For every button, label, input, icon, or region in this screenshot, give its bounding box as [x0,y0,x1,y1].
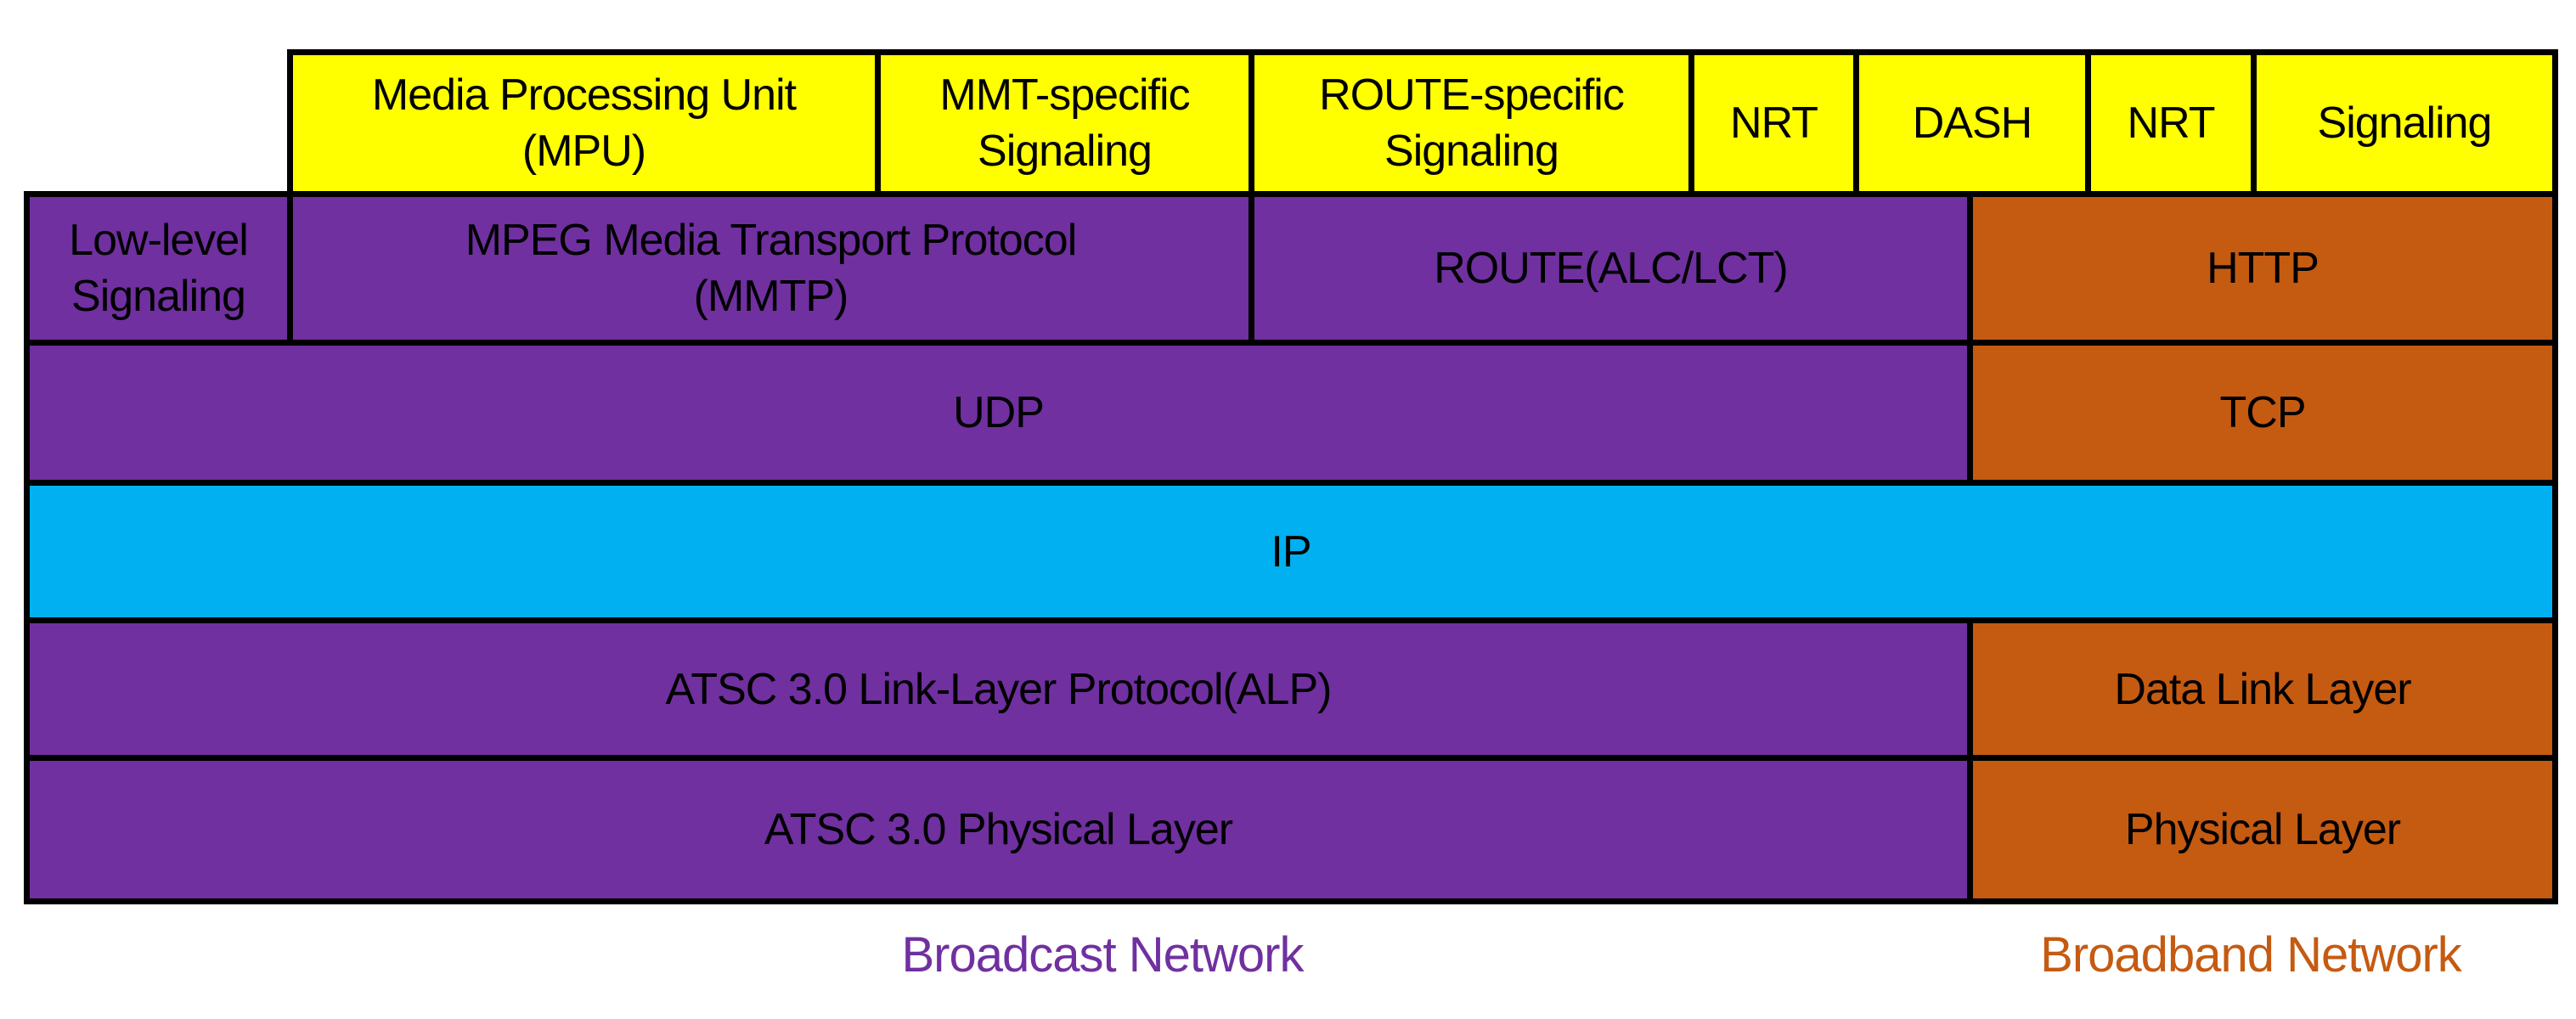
cell-nrt-right: NRT [2085,49,2257,197]
cell-mmt-specific-signaling: MMT-specific Signaling [875,49,1254,197]
cell-dash: DASH [1853,49,2091,197]
cell-mmtp: MPEG Media Transport Protocol (MMTP) [287,191,1254,346]
broadband-network-label: Broadband Network [2040,926,2462,982]
cell-mpu: Media Processing Unit (MPU) [287,49,881,197]
cell-alp: ATSC 3.0 Link-Layer Protocol(ALP) [24,617,1973,761]
cell-low-level-signaling: Low-level Signaling [24,191,293,346]
cell-route-alc-lct: ROUTE(ALC/LCT) [1249,191,1973,346]
cell-http: HTTP [1967,191,2558,346]
cell-physical-layer: Physical Layer [1967,755,2558,904]
cell-ip: IP [24,480,2558,623]
cell-data-link-layer: Data Link Layer [1967,617,2558,761]
cell-tcp: TCP [1967,340,2558,486]
cell-atsc-physical-layer: ATSC 3.0 Physical Layer [24,755,1973,904]
cell-nrt-left: NRT [1688,49,1859,197]
cell-signaling: Signaling [2251,49,2558,197]
broadcast-network-label: Broadcast Network [901,926,1305,982]
cell-route-specific-signaling: ROUTE-specific Signaling [1249,49,1694,197]
cell-udp: UDP [24,340,1973,486]
